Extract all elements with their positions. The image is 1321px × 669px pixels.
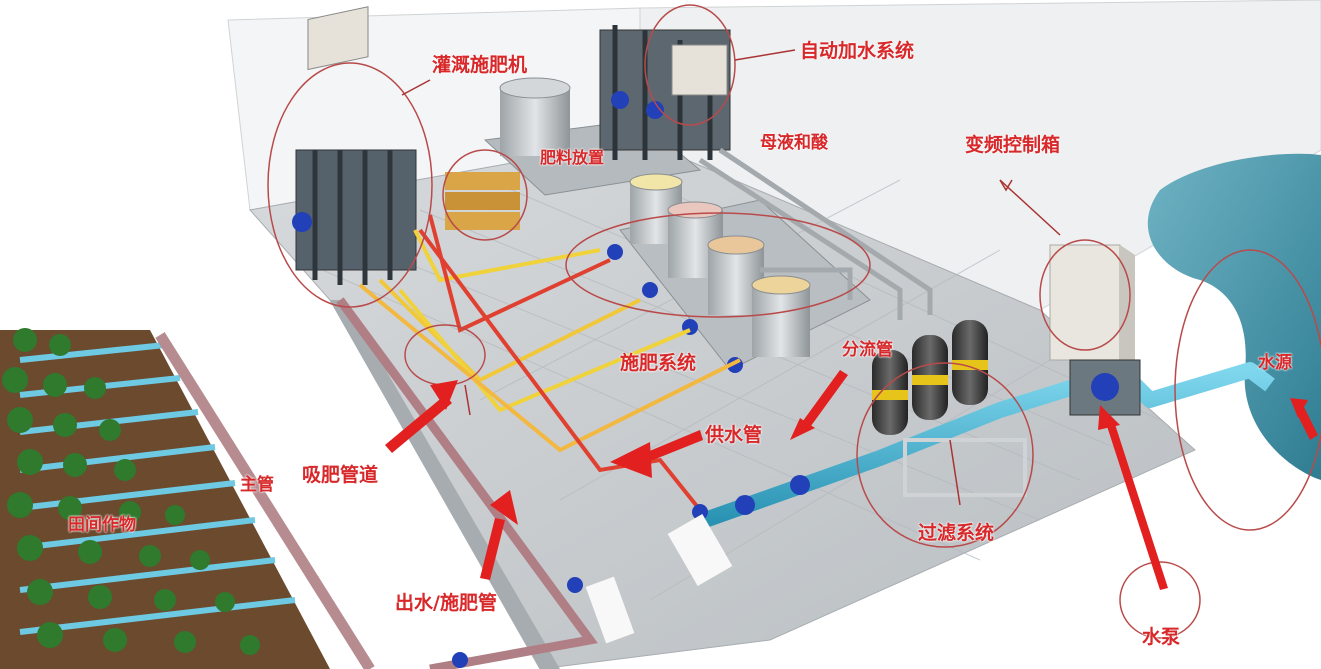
label-fertilizer-storage: 肥料放置 [540, 148, 605, 167]
label-filter-system: 过滤系统 [918, 522, 995, 544]
label-outlet-pipe: 出水/施肥管 [395, 592, 497, 614]
label-water-source: 水源 [1258, 353, 1292, 373]
label-mother-liquor-acid: 母液和酸 [760, 133, 828, 153]
main-pipe [155, 332, 375, 669]
annotation-circles [267, 4, 1321, 639]
auto-water-unit [599, 25, 731, 160]
fertigation-machine [292, 6, 417, 285]
label-suction-pipe: 吸肥管道 [302, 464, 379, 486]
vfd-control-box [1049, 244, 1135, 361]
drip-lines [19, 342, 296, 635]
label-vfd-control-box: 变频控制箱 [965, 134, 1061, 156]
water-source-pond [1147, 153, 1321, 481]
label-water-supply-pipe: 供水管 [705, 424, 763, 446]
label-field-crops: 田间作物 [68, 515, 136, 535]
crop-plants [2, 328, 260, 655]
mother-liquor-tanks [607, 173, 811, 373]
label-main-pipe: 主管 [240, 475, 274, 495]
fertilizer-bags [445, 172, 520, 230]
label-auto-water-system: 自动加水系统 [800, 40, 915, 62]
annotation-arrows [385, 370, 1318, 590]
label-fertigation-machine: 灌溉施肥机 [432, 54, 528, 76]
label-diversion-pipe: 分流管 [842, 340, 893, 360]
storage-tank [499, 77, 571, 156]
label-water-pump: 水泵 [1142, 626, 1181, 648]
label-fertilizer-system: 施肥系统 [620, 352, 697, 374]
leader-lines [401, 49, 1061, 506]
filter-units [872, 320, 1027, 497]
water-pump [1069, 359, 1141, 416]
